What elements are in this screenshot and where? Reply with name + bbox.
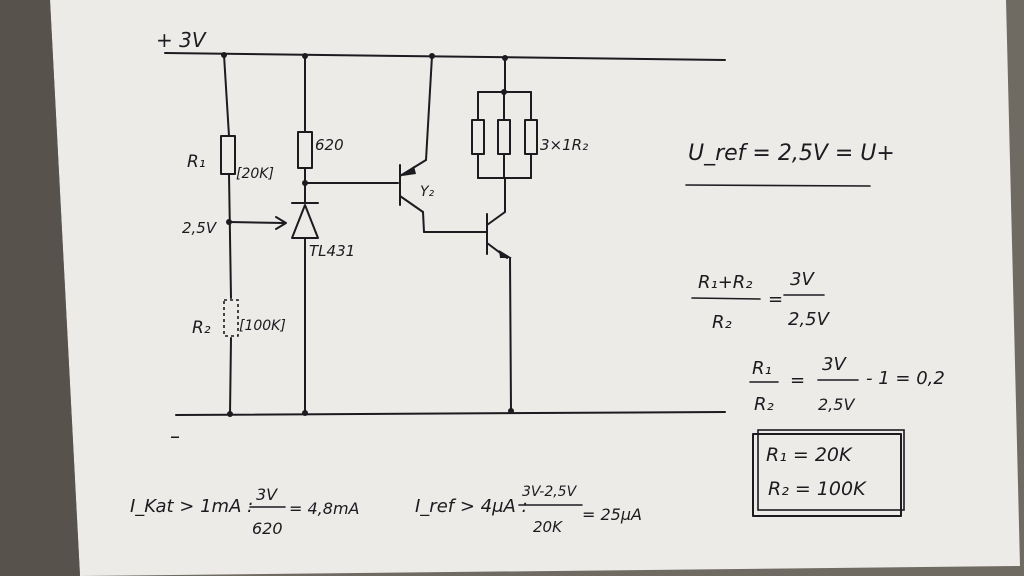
transistor-1-label: Y₂ xyxy=(420,184,435,200)
load-resistors xyxy=(471,55,538,213)
result-box: R₁ = 20K R₂ = 100K xyxy=(752,429,905,517)
iref-prefix: I_ref > 4μA : xyxy=(415,496,528,517)
table-left xyxy=(0,0,80,576)
ikat-numerator: 3V xyxy=(256,485,278,504)
negative-rail-label: – xyxy=(170,424,180,448)
positive-rail-label: + 3V xyxy=(156,28,207,52)
r1r2-rhs-denominator: 2,5V xyxy=(818,395,855,414)
r1r2-denominator: R₂ xyxy=(754,394,774,415)
ratio-numerator: R₁+R₂ xyxy=(698,272,753,293)
iref-result: = 25μA xyxy=(582,505,642,524)
ratio-equation: R₁+R₂ R₂ = 3V 2,5V xyxy=(691,269,831,333)
cathode-current-note: I_Kat > 1mA : 3V 620 = 4,8mA xyxy=(130,485,359,538)
node-voltage-label: 2,5V xyxy=(182,219,218,237)
transistor-pnp xyxy=(399,53,487,233)
load-resistors-label: 3×1R₂ xyxy=(540,136,588,154)
result-r2: R₂ = 100K xyxy=(768,478,867,500)
ikat-denominator: 620 xyxy=(252,519,283,538)
tl431-label: TL431 xyxy=(309,242,355,260)
r1r2-equals: = xyxy=(790,370,805,391)
transistor-npn xyxy=(486,211,514,414)
iref-denominator: 20K xyxy=(533,518,563,536)
ikat-result: = 4,8mA xyxy=(289,499,359,518)
result-r1: R₁ = 20K xyxy=(766,444,853,466)
positive-rail xyxy=(164,52,726,61)
r1r2-rhs-numerator: 3V xyxy=(822,354,847,375)
ratio-rhs-denominator: 2,5V xyxy=(788,309,831,330)
negative-rail xyxy=(175,411,726,416)
divider-branch xyxy=(220,52,287,417)
r2-value: [100K] xyxy=(239,318,286,334)
cathode-resistor-value: 620 xyxy=(315,136,344,154)
r2-resistor xyxy=(223,299,239,337)
ratio-equals: = xyxy=(768,289,783,310)
r1-value: [20K] xyxy=(236,166,274,182)
regulator-branch xyxy=(291,53,399,416)
ratio-rhs-numerator: 3V xyxy=(790,269,815,290)
iref-numerator: 3V-2,5V xyxy=(522,484,578,500)
ratio-denominator: R₂ xyxy=(712,312,732,333)
uref-equation: U_ref = 2,5V = U+ xyxy=(688,141,895,166)
r2-label: R₂ xyxy=(192,318,211,338)
ref-current-note: I_ref > 4μA : 3V-2,5V 20K = 25μA xyxy=(415,484,642,536)
paper-sheet xyxy=(50,0,1020,576)
r1r2-tail: - 1 = 0,2 xyxy=(866,368,945,389)
r1-label: R₁ xyxy=(187,152,206,172)
ikat-prefix: I_Kat > 1mA : xyxy=(130,496,253,517)
r1r2-numerator: R₁ xyxy=(752,358,772,379)
r1-over-r2-equation: R₁ R₂ = 3V 2,5V - 1 = 0,2 xyxy=(749,354,945,415)
